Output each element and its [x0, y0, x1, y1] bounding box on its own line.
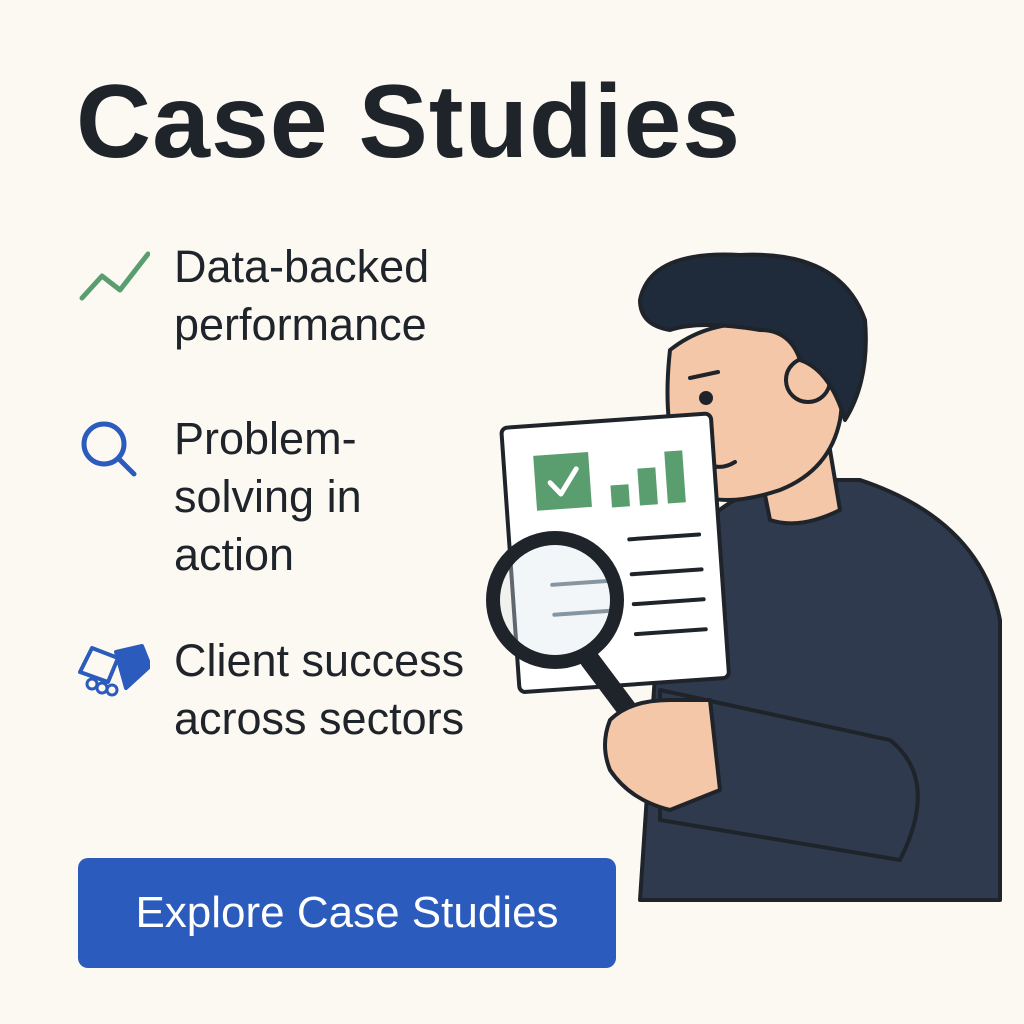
explore-case-studies-button[interactable]: Explore Case Studies — [78, 858, 616, 968]
feature-client-success: Client success across sectors — [78, 632, 474, 748]
feature-data-backed: Data-backed performance — [78, 238, 474, 354]
feature-label: Data-backed performance — [174, 241, 430, 350]
trend-line-icon — [79, 251, 150, 301]
page-title: Case Studies — [76, 64, 742, 180]
feature-label: Client success across sectors — [174, 635, 465, 744]
magnifier-lens — [486, 531, 624, 669]
report-document — [499, 411, 731, 694]
eyebrow — [688, 370, 720, 380]
search-icon — [81, 421, 137, 477]
hand — [603, 698, 722, 812]
handshake-icon — [78, 644, 150, 697]
eye — [699, 391, 713, 405]
man-with-magnifier-illustration — [486, 252, 1002, 902]
feature-label: Problem-solving in action — [174, 413, 362, 580]
sleeve — [658, 688, 920, 862]
feature-problem-solving: Problem-solving in action — [78, 410, 414, 584]
hair — [638, 252, 868, 422]
